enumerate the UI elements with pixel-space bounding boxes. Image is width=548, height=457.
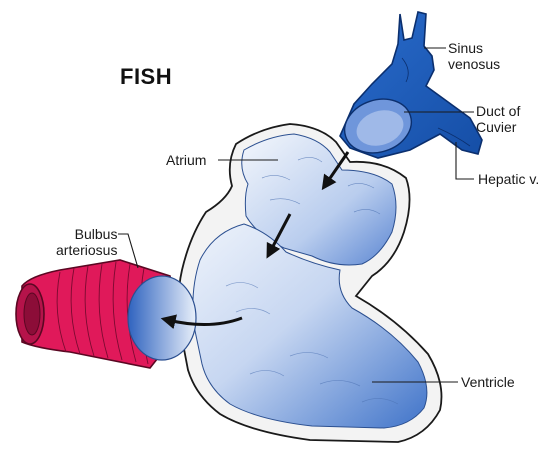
label-ventricle: Ventricle <box>461 374 515 390</box>
label-bulbus-arteriosus: Bulbus arteriosus <box>56 226 117 258</box>
label-duct-of-cuvier-line1: Duct of <box>476 103 520 119</box>
label-hepatic-v: Hepatic v. <box>478 171 539 187</box>
label-atrium: Atrium <box>166 152 206 168</box>
label-bulbus-arteriosus-line1: Bulbus <box>56 226 117 242</box>
label-bulbus-arteriosus-line2: arteriosus <box>56 242 117 258</box>
label-sinus-venosus-line1: Sinus <box>448 40 500 56</box>
label-sinus-venosus-line2: venosus <box>448 56 500 72</box>
label-sinus-venosus: Sinus venosus <box>448 40 500 72</box>
bulbus-opening <box>128 276 196 360</box>
label-duct-of-cuvier-line2: Cuvier <box>476 119 520 135</box>
diagram-title: FISH <box>120 64 172 90</box>
label-duct-of-cuvier: Duct of Cuvier <box>476 103 520 135</box>
